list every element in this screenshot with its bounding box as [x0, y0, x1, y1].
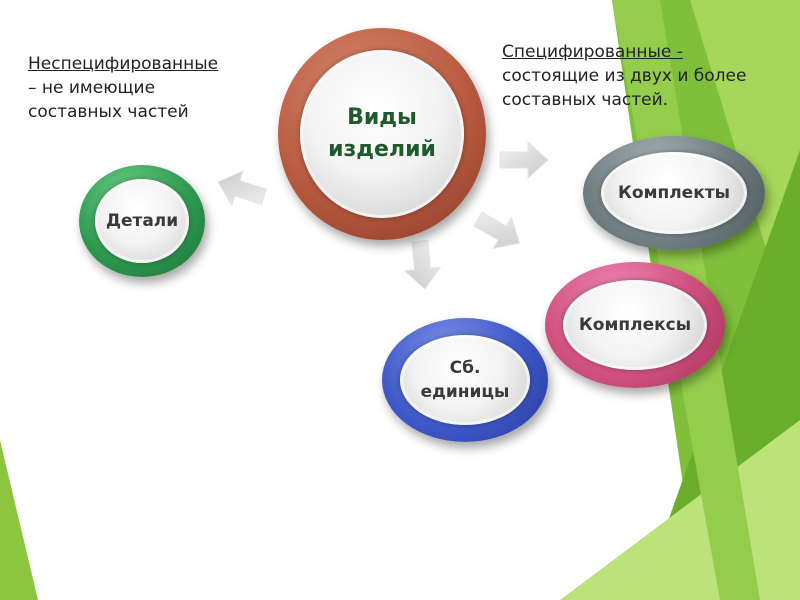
- kits-node: Комплекты: [583, 136, 765, 250]
- product-types-node: Виды изделий: [278, 28, 486, 240]
- specified-note: Специфированные - состоящие из двух и бо…: [502, 40, 792, 112]
- arrow-icon: [217, 170, 268, 207]
- kits-label: Комплекты: [618, 183, 730, 203]
- complexes-label: Комплексы: [578, 315, 692, 335]
- arrow-icon: [473, 211, 521, 250]
- assembly-units-label: Сб. единицы: [420, 358, 510, 402]
- specified-heading: Специфированные -: [502, 42, 683, 62]
- arrow-icon: [499, 140, 549, 180]
- assembly-units-node: Сб. единицы: [382, 318, 548, 442]
- unspecified-description: – не имеющие составных частей: [28, 78, 189, 122]
- specified-description: состоящие из двух и более составных част…: [502, 66, 747, 110]
- left-green-wedge: [0, 440, 38, 600]
- complexes-node: Комплексы: [545, 262, 725, 388]
- product-types-label: Виды изделий: [328, 105, 436, 162]
- details-label: Детали: [105, 211, 179, 231]
- details-node: Детали: [79, 165, 205, 277]
- unspecified-heading: Неспецифированные: [28, 54, 219, 74]
- unspecified-note: Неспецифированные – не имеющие составных…: [28, 52, 268, 124]
- arrow-icon: [403, 239, 442, 290]
